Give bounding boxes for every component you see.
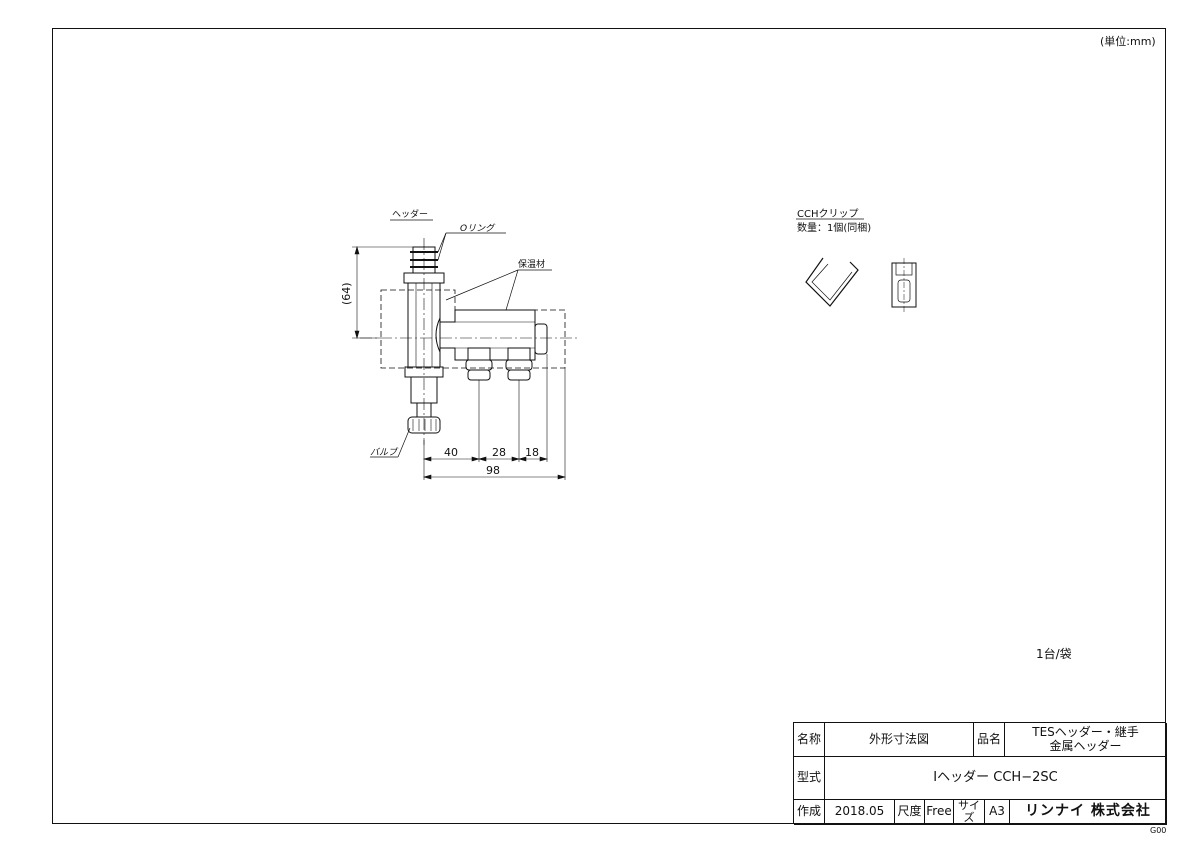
label-scale: 尺度 xyxy=(895,800,925,825)
dim-98-text: 98 xyxy=(486,464,500,477)
company-name: リンナイ 株式会社 xyxy=(1010,800,1167,825)
name-value: 外形寸法図 xyxy=(825,723,974,757)
label-created: 作成 xyxy=(794,800,825,825)
label-size: サイズ xyxy=(954,799,985,825)
dimension-horizontal xyxy=(422,354,567,480)
drawing-frame xyxy=(52,28,1166,824)
product-value: TESヘッダー・継手 金属ヘッダー xyxy=(1005,723,1167,757)
label-product: 品名 xyxy=(974,723,1005,757)
dim-28-text: 28 xyxy=(492,446,506,459)
created-value: 2018.05 xyxy=(825,800,895,825)
product-line1: TESヘッダー・継手 xyxy=(1032,725,1139,740)
center-lines xyxy=(360,238,580,445)
sheet-code: G00 xyxy=(1150,826,1167,835)
clip-quantity: 数量：1個(同梱) xyxy=(797,221,871,234)
label-valve: バルブ xyxy=(370,447,399,458)
cch-clip-front xyxy=(805,257,859,307)
outlet-ports xyxy=(465,347,533,381)
model-value: Iヘッダー CCH−2SC xyxy=(825,757,1167,800)
cch-clip-side xyxy=(891,258,917,312)
dim-height-text: (64) xyxy=(340,282,353,305)
scale-value: Free xyxy=(925,800,954,825)
label-insulation: 保温材 xyxy=(518,258,545,270)
label-oring: Oリング xyxy=(460,223,496,234)
dim-18-text: 18 xyxy=(525,446,539,459)
size-value: A3 xyxy=(985,800,1010,825)
unit-note: (単位:mm) xyxy=(1100,35,1156,48)
leader-lines xyxy=(370,219,552,458)
title-block: 名称 外形寸法図 品名 TESヘッダー・継手 金属ヘッダー 型式 Iヘッダー C… xyxy=(793,722,1167,825)
clip-title: CCHクリップ xyxy=(797,208,858,220)
dimension-height xyxy=(352,245,413,340)
dim-40-text: 40 xyxy=(444,446,458,459)
insulation-outline xyxy=(380,289,566,369)
quantity-note: 1台/袋 xyxy=(1036,647,1072,661)
label-name: 名称 xyxy=(794,723,825,757)
product-line2: 金属ヘッダー xyxy=(1049,738,1122,753)
label-header: ヘッダー xyxy=(392,208,428,220)
label-model: 型式 xyxy=(794,757,825,800)
